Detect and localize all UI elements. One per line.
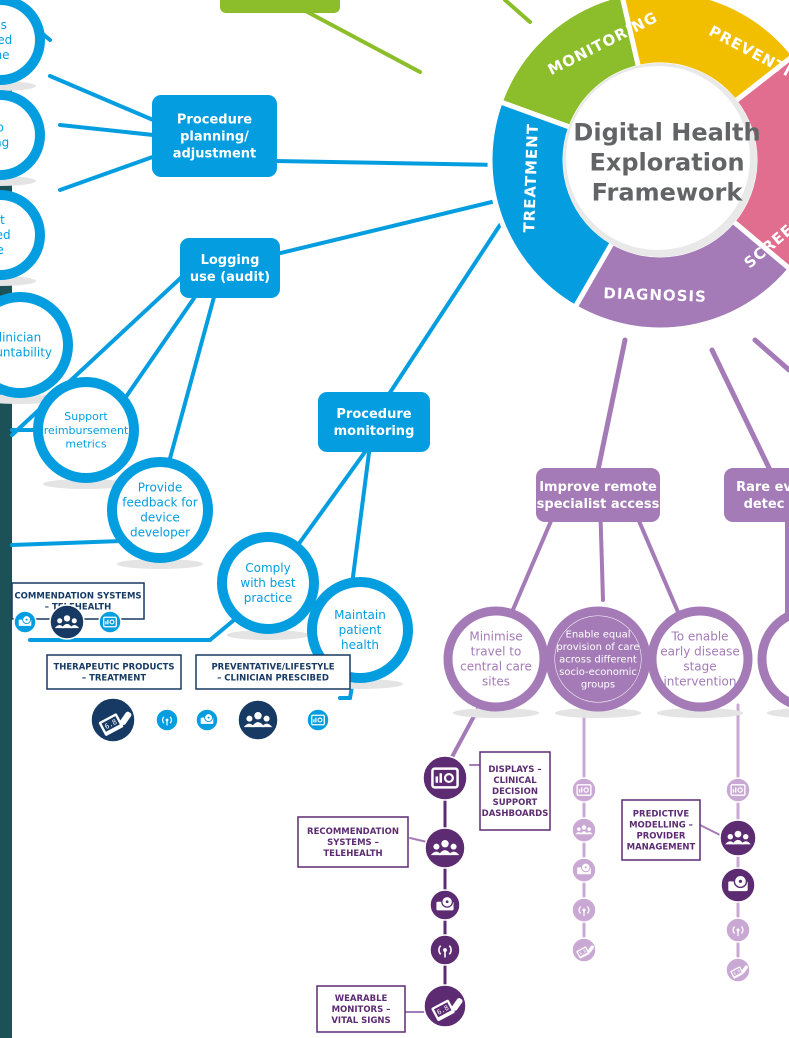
wearable-device-icon: 6.8 <box>90 697 136 743</box>
circle-clinician-accountability: linicianountability <box>0 292 73 404</box>
connector-line <box>503 0 532 24</box>
wearable-device-icon: 6.8 <box>725 957 751 983</box>
circle-partial-3: rtsede <box>0 190 45 286</box>
connector-line <box>370 223 502 422</box>
people-icon <box>424 827 466 869</box>
label-preventative-lifestyle-text: PREVENTATIVE/LIFESTYLE– CLINICIAN PRESCI… <box>211 662 334 683</box>
dashboard-icon <box>422 755 468 801</box>
signal-icon <box>571 897 597 923</box>
people-icon <box>571 817 597 843</box>
connector-line <box>298 6 422 74</box>
label-treatment: TREATMENT <box>520 123 542 233</box>
disc-drive-icon <box>13 610 37 634</box>
dashboard-icon <box>306 708 330 732</box>
connectors <box>10 0 789 1013</box>
circle-partial-1-label: esisedme <box>0 18 12 62</box>
dashboard-icon <box>98 610 122 634</box>
people-icon <box>49 604 85 640</box>
disc-drive-icon <box>429 889 461 921</box>
circle-clinician-accountability-label: linicianountability <box>0 331 52 360</box>
wearable-device-icon: 6.8 <box>571 937 597 963</box>
device-value: 6.8 <box>578 948 587 956</box>
dashboard-icon <box>725 777 751 803</box>
disc-drive-icon <box>571 857 597 883</box>
label-recommendation-systems-blue-text: COMMENDATION SYSTEMS– TELEHEALTH <box>14 591 141 612</box>
green-tab <box>220 0 340 13</box>
connector-line <box>348 443 372 602</box>
signal-icon <box>725 917 751 943</box>
device-value: 6.8 <box>732 968 741 976</box>
label-preventative-lifestyle: PREVENTATIVE/LIFESTYLE– CLINICIAN PRESCI… <box>195 654 351 690</box>
people-icon <box>719 819 757 857</box>
circle-partial-3-label: rtsede <box>0 213 11 257</box>
circle-partial-2: ping <box>0 90 45 186</box>
label-therapeutic-products-text: THERAPEUTIC PRODUCTS– TREATMENT <box>53 662 174 683</box>
label-diagnosis: DIAGNOSIS <box>603 284 707 306</box>
center-circle <box>566 66 750 250</box>
label-therapeutic-products: THERAPEUTIC PRODUCTS– TREATMENT <box>46 654 182 690</box>
signal-icon <box>429 934 461 966</box>
disc-drive-icon <box>195 708 219 732</box>
connector-line <box>699 824 721 836</box>
wearable-device-icon: 6.8 <box>423 984 467 1028</box>
connector-line <box>595 337 628 473</box>
connector-line <box>709 347 773 473</box>
dashboard-icon <box>571 777 597 803</box>
signal-icon <box>155 708 179 732</box>
circle-equal-provision-fill <box>555 616 641 702</box>
circle-partial-right: n <box>757 610 789 718</box>
people-icon <box>237 699 279 741</box>
connector-line <box>258 198 502 260</box>
circle-partial-1: esisedme <box>0 0 45 91</box>
circle-partial-2-label: ping <box>0 121 9 150</box>
connector-line <box>108 273 212 422</box>
connector-line <box>752 337 789 373</box>
disc-drive-icon <box>720 867 756 903</box>
